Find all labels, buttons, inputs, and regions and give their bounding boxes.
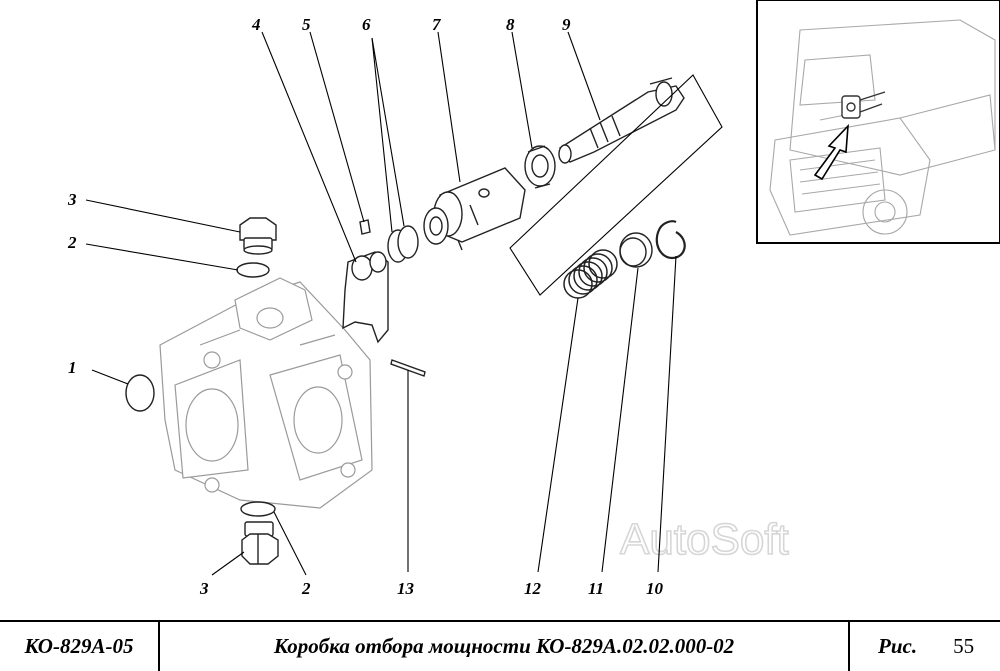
part-1-plug	[125, 374, 155, 412]
figure-label: Рис.	[878, 634, 918, 658]
callout-4: 4	[251, 15, 261, 34]
part-3-bottom-plug	[241, 521, 279, 565]
title-block: КО-829А-05 Коробка отбора мощности КО-82…	[0, 620, 1000, 671]
callout-9: 9	[562, 15, 571, 34]
figure-reference: Рис. 55	[850, 622, 1000, 671]
callout-3-top: 3	[67, 190, 77, 209]
callout-labels: 1 2 3 4 5 6 7 8 9 3 2 13 12 11 10	[67, 15, 664, 598]
part-7-coupling-sleeve	[423, 167, 526, 251]
callout-13: 13	[397, 579, 415, 598]
callout-3-bottom: 3	[199, 579, 209, 598]
part-4-shift-fork	[342, 251, 389, 344]
part-8-bearing	[524, 145, 556, 189]
part-2-bottom-ring	[240, 501, 276, 517]
leader-lines	[85, 31, 677, 576]
callout-2-top: 2	[67, 233, 77, 252]
part-11-disc	[619, 232, 653, 268]
callout-11: 11	[588, 579, 604, 598]
housing-part	[159, 277, 373, 509]
location-arrow-icon	[813, 123, 849, 181]
figure-number: 55	[953, 634, 975, 658]
part-12-spring	[563, 249, 618, 299]
truck-location-inset	[756, 0, 1000, 244]
drawing-title: Коробка отбора мощности КО-829А.02.02.00…	[160, 622, 850, 671]
part-13-pin	[390, 359, 426, 377]
callout-5: 5	[302, 15, 311, 34]
callout-1: 1	[68, 358, 77, 377]
part-2-top-ring	[236, 262, 270, 278]
callout-8: 8	[506, 15, 515, 34]
part-10-snap-ring	[655, 220, 686, 260]
part-3-top-plug	[239, 217, 277, 255]
assembly-bracket	[509, 74, 723, 296]
callout-2-bottom: 2	[301, 579, 311, 598]
callout-6: 6	[362, 15, 371, 34]
part-9-shaft	[558, 77, 685, 164]
model-code: КО-829А-05	[0, 622, 160, 671]
watermark-text: AutoSoft	[620, 515, 789, 564]
exploded-view-diagram: AutoSoft	[67, 0, 1000, 598]
part-5-pin	[359, 219, 371, 235]
callout-7: 7	[432, 15, 442, 34]
part-6-ring-b	[397, 225, 419, 259]
callout-10: 10	[646, 579, 664, 598]
callout-12: 12	[524, 579, 542, 598]
